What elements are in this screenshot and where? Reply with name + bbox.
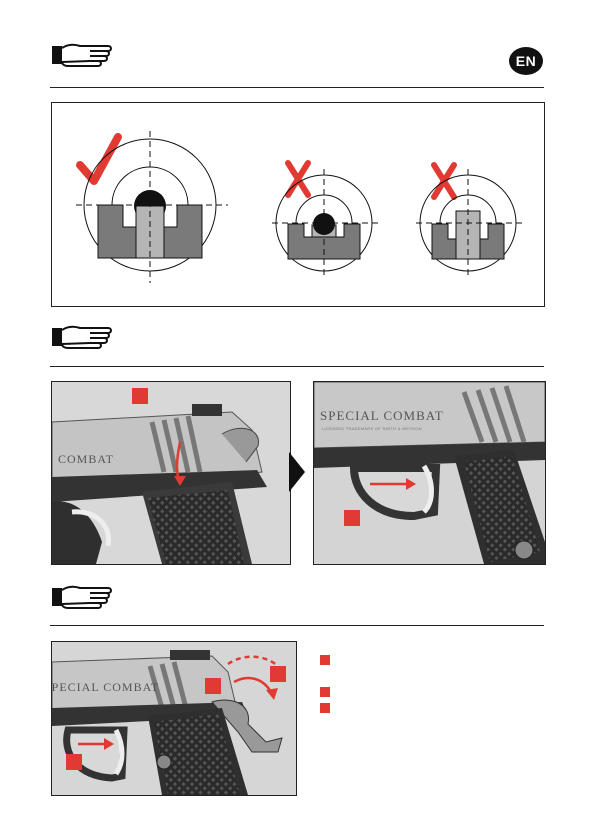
cross-icon: [285, 160, 311, 198]
pistol-illustration: [314, 382, 545, 564]
chevron-right-icon: [289, 452, 305, 492]
step-marker: [205, 678, 221, 694]
sight-diagram-high: [416, 162, 522, 279]
pistol-illustration: [52, 642, 296, 795]
brand-engraving: COMBAT: [58, 452, 115, 466]
sight-diagrams: [76, 131, 522, 283]
legend-item: [320, 687, 540, 699]
sight-alignment-panel: [51, 102, 545, 307]
section-divider: [50, 625, 544, 626]
step-marker: [320, 703, 330, 713]
section-divider: [50, 87, 544, 88]
step-marker: [320, 687, 330, 697]
check-icon: [76, 133, 122, 185]
brand-engraving: SPECIAL COMBAT: [320, 408, 444, 423]
brand-subtext: LICENSED TRADEMARK OF SMITH & WESSON: [322, 426, 422, 431]
step-marker: [320, 655, 330, 665]
language-badge: EN: [509, 47, 543, 75]
sight-diagram-correct: [76, 131, 228, 283]
step-marker: [344, 510, 360, 526]
photo-hammer-decock: SPECIAL COMBAT: [51, 641, 297, 796]
legend-item: [320, 655, 540, 667]
photo-slide-release: COMBAT: [51, 381, 291, 565]
hand-pointing-icon: [50, 40, 114, 68]
hand-pointing-icon: [50, 582, 114, 610]
legend-item: [320, 703, 540, 715]
hand-pointing-icon: [50, 322, 114, 350]
sight-diagram-low: [272, 160, 378, 279]
step-marker: [270, 666, 286, 682]
step-marker: [132, 388, 148, 404]
pistol-illustration: [52, 382, 290, 564]
section-divider: [50, 366, 544, 367]
brand-engraving: SPECIAL COMBAT: [51, 680, 160, 694]
step-marker: [66, 754, 82, 770]
photo-trigger: SPECIAL COMBAT LICENSED TRADEMARK OF SMI…: [313, 381, 546, 565]
